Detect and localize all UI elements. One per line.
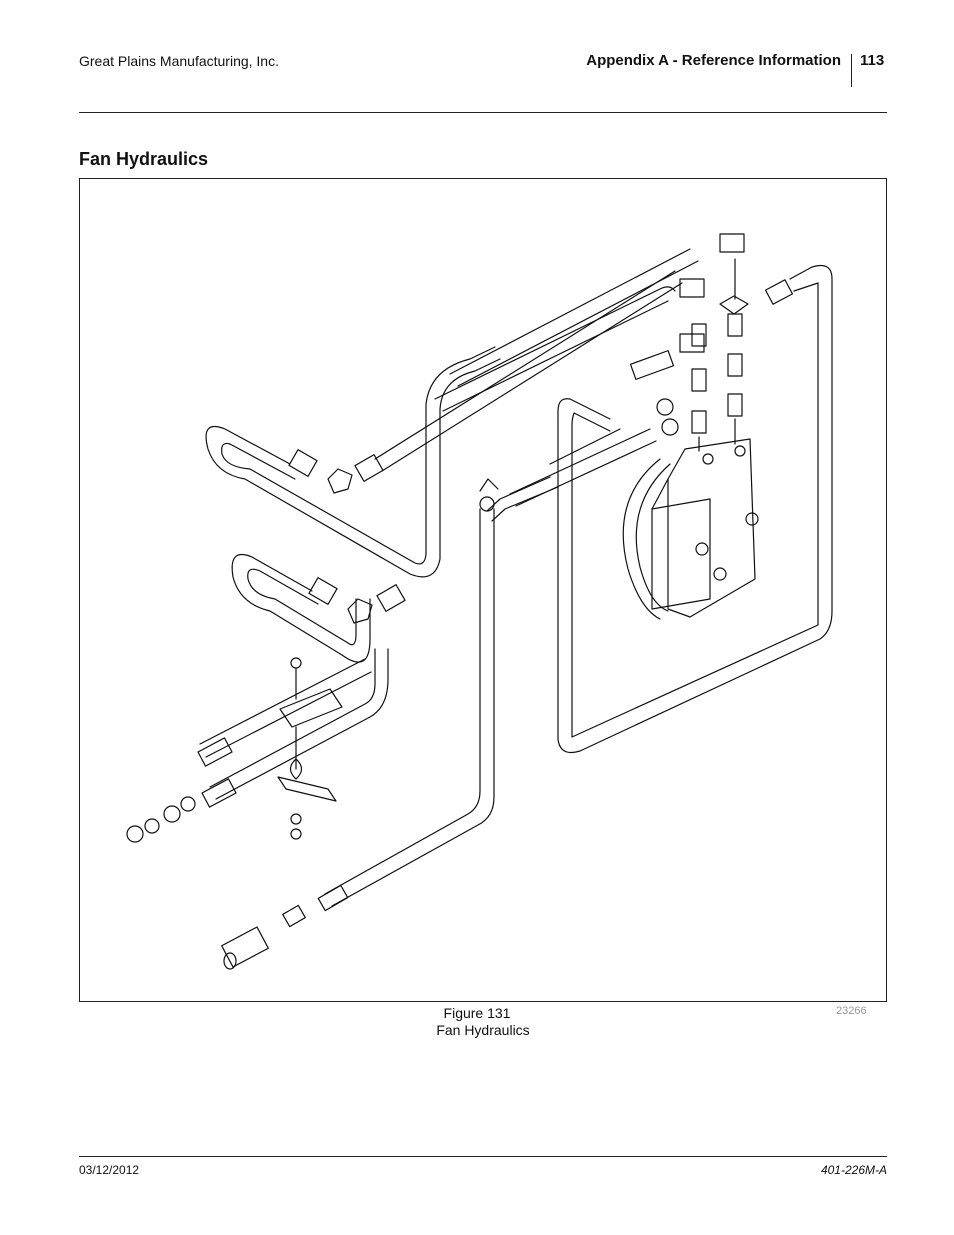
footer-rule bbox=[79, 1156, 887, 1157]
lower-left-hoses bbox=[126, 648, 389, 843]
right-mid-hoses bbox=[509, 398, 679, 507]
drawing-id: 23266 bbox=[836, 1005, 867, 1017]
figure-number: Figure 131 bbox=[443, 1005, 511, 1021]
figure-caption: Fan Hydraulics bbox=[436, 1022, 530, 1038]
footer-doc-number: 401-226M-A bbox=[820, 1163, 887, 1177]
footer-date: 03/12/2012 bbox=[79, 1163, 140, 1177]
company-name: Great Plains Manufacturing, Inc. bbox=[79, 53, 279, 69]
elbow-fittings bbox=[288, 449, 406, 624]
page-number: 113 bbox=[860, 52, 885, 69]
hydraulic-diagram bbox=[126, 233, 833, 970]
upper-hoses bbox=[374, 248, 699, 472]
section-heading: Appendix A - Reference Information bbox=[586, 52, 841, 69]
figure-frame bbox=[79, 178, 887, 1002]
header-rule bbox=[79, 112, 887, 113]
section-title: Fan Hydraulics bbox=[79, 149, 209, 169]
upper-loop-hose bbox=[205, 346, 501, 578]
right-loop-hose bbox=[557, 264, 833, 754]
header-divider bbox=[851, 54, 852, 87]
clamp-bracket bbox=[277, 657, 343, 840]
central-vertical-hose bbox=[221, 476, 559, 970]
valve-block bbox=[622, 438, 759, 620]
valve-fittings bbox=[629, 233, 749, 452]
